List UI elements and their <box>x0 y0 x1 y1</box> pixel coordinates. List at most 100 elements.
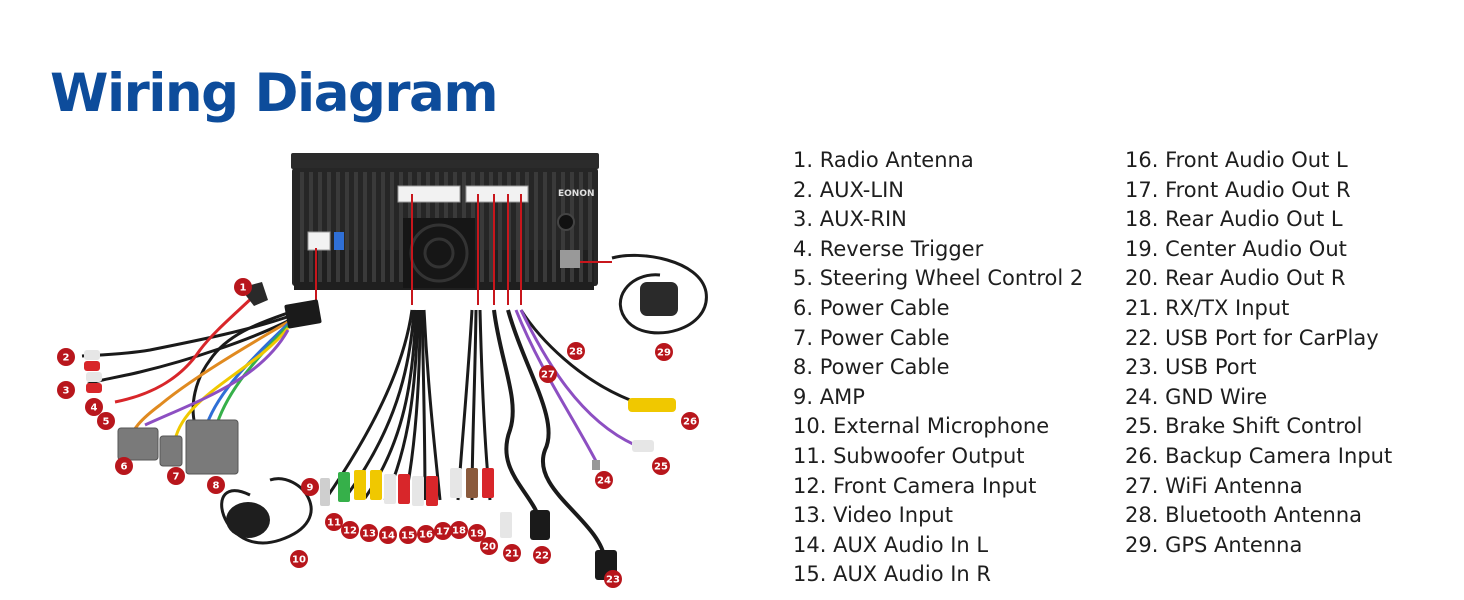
badge-number: 21 <box>505 549 519 560</box>
legend-list-right: 16. Front Audio Out L 17. Front Audio Out… <box>1125 146 1392 560</box>
badge-number: 6 <box>121 462 128 473</box>
head-unit: EONON <box>291 153 599 290</box>
number-badge: 4 <box>85 398 103 416</box>
legend-item: 4. Reverse Trigger <box>793 236 984 261</box>
right-wires <box>514 309 636 466</box>
badge-number: 28 <box>569 347 583 358</box>
legend-item: 13. Video Input <box>793 503 953 528</box>
badge-number: 9 <box>307 483 314 494</box>
legend-item: 7. Power Cable <box>793 325 950 350</box>
number-badge: 11 <box>325 513 343 531</box>
number-badge: 15 <box>399 526 417 544</box>
badge-number: 11 <box>327 518 341 529</box>
number-badge: 10 <box>290 550 308 568</box>
number-badge: 6 <box>115 457 133 475</box>
legend-item: 8. Power Cable <box>793 355 950 380</box>
badge-number: 29 <box>657 348 671 359</box>
badge-number: 4 <box>91 403 98 414</box>
gps-antenna <box>611 253 708 335</box>
number-badge: 19 <box>468 524 486 542</box>
number-badge: 7 <box>167 467 185 485</box>
legend-item: 14. AUX Audio In L <box>793 532 989 557</box>
badge-number: 10 <box>292 555 306 566</box>
badge-number: 24 <box>597 476 611 487</box>
legend-item: 27. WiFi Antenna <box>1125 473 1303 498</box>
legend-list-left: 1. Radio Antenna 2. AUX-LIN 3. AUX-RIN 4. R… <box>793 146 1083 590</box>
badge-number: 17 <box>436 527 450 538</box>
number-badge: 22 <box>533 546 551 564</box>
usb-cables <box>492 309 607 561</box>
brand-label: EONON <box>558 189 595 199</box>
number-badge: 28 <box>567 342 585 360</box>
legend-item: 25. Brake Shift Control <box>1125 414 1363 439</box>
number-badge: 12 <box>341 521 359 539</box>
number-badge: 14 <box>379 526 397 544</box>
legend-item: 23. USB Port <box>1125 355 1257 380</box>
badge-number: 26 <box>683 417 697 428</box>
number-badge: 16 <box>417 525 435 543</box>
number-badge: 9 <box>301 478 319 496</box>
badge-number: 19 <box>470 529 484 540</box>
badge-number: 20 <box>482 542 496 553</box>
badge-number: 16 <box>419 530 433 541</box>
number-badge: 25 <box>652 457 670 475</box>
legend-item: 15. AUX Audio In R <box>793 562 992 587</box>
badge-number: 25 <box>654 462 668 473</box>
rca-cables <box>323 309 492 501</box>
legend-item: 12. Front Camera Input <box>793 473 1037 498</box>
legend-item: 5. Steering Wheel Control 2 <box>793 266 1084 291</box>
number-badge: 27 <box>539 365 557 383</box>
badge-number: 15 <box>401 531 415 542</box>
right-plugs <box>592 398 676 470</box>
left-connectors <box>84 282 322 475</box>
left-harness <box>81 288 297 441</box>
usb-plugs <box>530 510 617 580</box>
badge-number: 22 <box>535 551 549 562</box>
legend-item: 29. GPS Antenna <box>1125 532 1303 557</box>
badge-number: 18 <box>452 526 466 537</box>
badge-number: 27 <box>541 370 555 381</box>
number-badge: 1 <box>234 278 252 296</box>
number-badge: 21 <box>503 544 521 562</box>
number-badge: 20 <box>480 537 498 555</box>
badge-number: 12 <box>343 526 357 537</box>
badge-number: 8 <box>213 481 220 492</box>
page-title: Wiring Diagram <box>50 63 499 124</box>
legend-item: 6. Power Cable <box>793 295 950 320</box>
legend-item: 24. GND Wire <box>1125 384 1268 409</box>
badge-number: 5 <box>103 417 110 428</box>
legend-item: 28. Bluetooth Antenna <box>1125 503 1363 528</box>
badge-number: 3 <box>63 386 70 397</box>
wiring-diagram: EONON <box>57 153 708 588</box>
legend-item: 3. AUX-RIN <box>793 207 907 232</box>
number-badge: 24 <box>595 471 613 489</box>
badge-number: 1 <box>240 283 247 294</box>
number-badge: 17 <box>434 522 452 540</box>
legend-item: 20. Rear Audio Out R <box>1125 266 1346 291</box>
legend-item: 11. Subwoofer Output <box>793 443 1025 468</box>
badge-number: 23 <box>606 575 620 586</box>
legend-item: 1. Radio Antenna <box>793 148 974 172</box>
number-badge: 8 <box>207 476 225 494</box>
number-badge: 3 <box>57 381 75 399</box>
legend-item: 17. Front Audio Out R <box>1125 177 1351 202</box>
badge-number: 2 <box>63 353 70 364</box>
legend-item: 19. Center Audio Out <box>1125 236 1347 261</box>
legend-item: 26. Backup Camera Input <box>1125 443 1393 468</box>
badge-number: 13 <box>362 529 376 540</box>
legend-item: 18. Rear Audio Out L <box>1125 207 1343 232</box>
legend-item: 9. AMP <box>793 384 865 409</box>
legend-item: 10. External Microphone <box>793 414 1050 439</box>
number-badge: 29 <box>655 343 673 361</box>
external-microphone <box>220 477 313 545</box>
number-badge: 13 <box>360 524 378 542</box>
rca-plugs <box>320 468 512 538</box>
legend-item: 22. USB Port for CarPlay <box>1125 325 1379 350</box>
badge-number: 14 <box>381 531 395 542</box>
legend-item: 21. RX/TX Input <box>1125 295 1290 320</box>
legend-item: 2. AUX-LIN <box>793 177 904 202</box>
legend-item: 16. Front Audio Out L <box>1125 148 1348 172</box>
number-badge: 18 <box>450 521 468 539</box>
number-badge: 5 <box>97 412 115 430</box>
